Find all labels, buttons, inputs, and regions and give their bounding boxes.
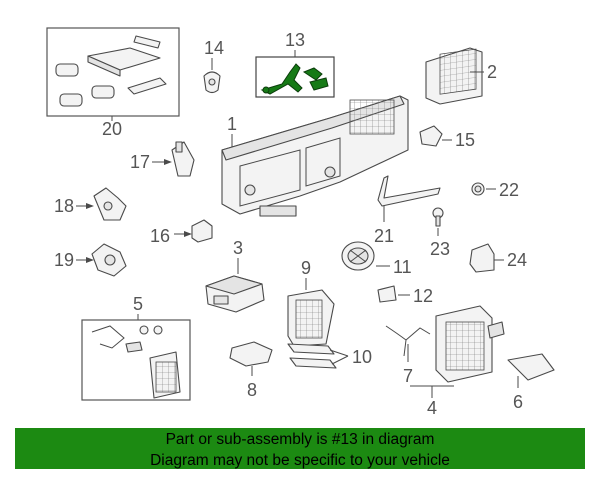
callout-9: 9 bbox=[301, 258, 311, 278]
callout-13: 13 bbox=[285, 30, 305, 50]
part-8[interactable] bbox=[229, 341, 273, 367]
part-23[interactable] bbox=[432, 207, 444, 227]
part-21-hose[interactable] bbox=[377, 175, 441, 207]
part-7-sensor-wire[interactable] bbox=[385, 325, 431, 357]
callout-22: 22 bbox=[499, 180, 519, 200]
callout-14: 14 bbox=[204, 38, 224, 58]
callout-24: 24 bbox=[507, 250, 527, 270]
part-15[interactable] bbox=[419, 125, 443, 147]
part-17[interactable] bbox=[171, 141, 195, 177]
part-19[interactable] bbox=[91, 243, 127, 277]
callout-8: 8 bbox=[247, 380, 257, 400]
callout-5: 5 bbox=[133, 294, 143, 314]
part-1-hvac-housing[interactable] bbox=[221, 95, 409, 217]
banner-line-2: Diagram may not be specific to your vehi… bbox=[150, 452, 450, 469]
part-3[interactable] bbox=[205, 275, 265, 313]
callout-10: 10 bbox=[352, 347, 372, 367]
part-11-blower-motor[interactable] bbox=[341, 241, 375, 271]
callout-21: 21 bbox=[374, 226, 394, 246]
part-4-evaporator[interactable] bbox=[435, 305, 505, 383]
part-22[interactable] bbox=[471, 182, 485, 196]
part-20-kit[interactable] bbox=[46, 27, 180, 117]
part-5-heater-core-kit[interactable] bbox=[81, 319, 191, 401]
banner-line-1: Part or sub-assembly is #13 in diagram bbox=[165, 431, 435, 448]
callout-15: 15 bbox=[455, 130, 475, 150]
callout-7: 7 bbox=[403, 366, 413, 386]
callout-12: 12 bbox=[413, 286, 433, 306]
part-18[interactable] bbox=[93, 187, 127, 221]
part-12[interactable] bbox=[377, 285, 397, 303]
callout-20: 20 bbox=[102, 119, 122, 139]
part-10[interactable] bbox=[287, 343, 337, 369]
callout-4: 4 bbox=[427, 398, 437, 418]
callout-18: 18 bbox=[54, 196, 74, 216]
callout-3: 3 bbox=[233, 238, 243, 258]
callout-6: 6 bbox=[513, 392, 523, 412]
part-2[interactable] bbox=[425, 47, 483, 105]
callout-19: 19 bbox=[54, 250, 74, 270]
part-6[interactable] bbox=[507, 353, 555, 381]
part-9-filter[interactable] bbox=[287, 289, 335, 347]
part-24[interactable] bbox=[469, 243, 495, 273]
part-16[interactable] bbox=[191, 219, 213, 243]
callout-11: 11 bbox=[393, 257, 412, 277]
callout-16: 16 bbox=[150, 226, 170, 246]
callout-23: 23 bbox=[430, 239, 450, 259]
callout-17: 17 bbox=[130, 152, 150, 172]
callout-1: 1 bbox=[227, 114, 237, 134]
part-14[interactable] bbox=[203, 71, 221, 94]
notice-banner: Part or sub-assembly is #13 in diagram D… bbox=[15, 428, 585, 469]
part-13-highlighted[interactable] bbox=[255, 56, 335, 98]
callout-2: 2 bbox=[487, 62, 497, 82]
